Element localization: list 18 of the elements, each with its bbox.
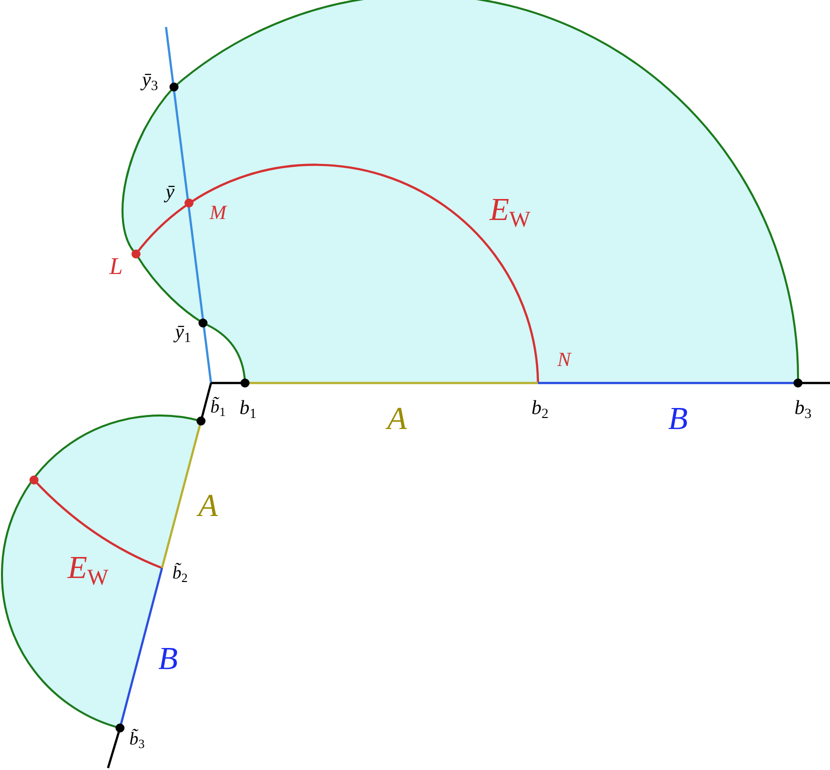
point-label: ȳ <box>166 182 174 202</box>
point-label: b̃$_{2}$ <box>172 563 188 585</box>
point-label: ȳ$_{1}$ <box>175 322 191 346</box>
segment-label: B <box>668 402 688 434</box>
segment-label: B <box>158 642 178 674</box>
point-label: b̃$_{3}$ <box>129 729 145 751</box>
point-label: b$_{1}$ <box>240 398 256 422</box>
region-label: E$_{W}$ <box>490 192 530 232</box>
point-label: N <box>557 350 571 370</box>
region-label: E$_{W}$ <box>68 550 108 590</box>
point-label: b$_{3}$ <box>794 398 812 422</box>
point-label: L <box>109 255 123 279</box>
segment-label: A <box>387 402 407 434</box>
point-label: M <box>210 203 226 223</box>
point-label: b̃$_{1}$ <box>210 397 226 419</box>
segment-label: A <box>198 489 218 521</box>
point-label: b$_{2}$ <box>532 398 548 422</box>
point-label: ȳ$_{3}$ <box>142 70 158 94</box>
